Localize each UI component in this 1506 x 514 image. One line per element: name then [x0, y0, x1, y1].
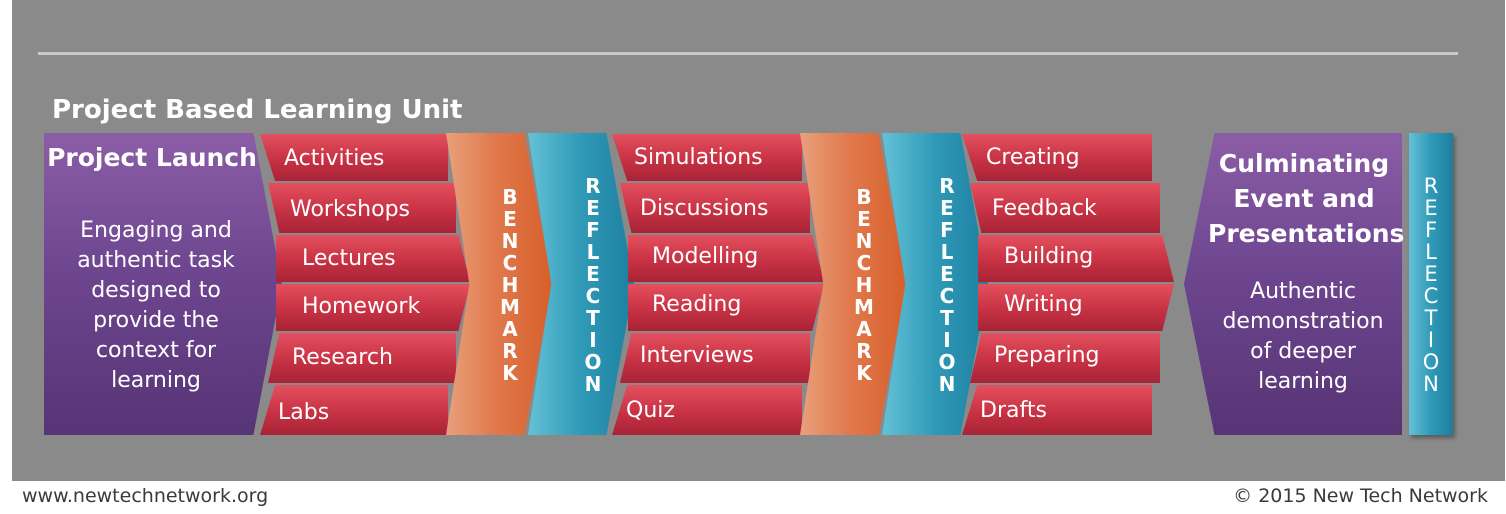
activity-label: Building: [1004, 244, 1094, 269]
activity-row: [962, 385, 1152, 435]
activity-label: Creating: [986, 145, 1080, 170]
project-launch-title: Project Launch: [47, 143, 257, 172]
footer-copyright: © 2015 New Tech Network: [1233, 485, 1488, 507]
reflection-label: REFLECTION: [935, 174, 959, 394]
footer-website: www.newtechnetwork.org: [22, 485, 269, 507]
activity-row: [628, 235, 824, 282]
activity-row: [612, 385, 802, 435]
project-launch-block: [44, 133, 282, 435]
activity-label: Quiz: [626, 398, 675, 423]
project-launch-description: Engaging and authentic task designed to …: [77, 218, 235, 393]
activity-row: [970, 333, 1160, 383]
reflection-label: REFLECTION: [1419, 174, 1443, 394]
culminating-event-description: Authentic demonstration of deeper learni…: [1222, 279, 1384, 394]
activity-label: Workshops: [290, 197, 411, 222]
activity-row: [620, 333, 810, 383]
activity-label: Modelling: [652, 244, 759, 269]
header-rule: [38, 52, 1458, 55]
activity-row: [970, 183, 1160, 233]
activity-row: [268, 333, 456, 383]
culminating-event-block: [1184, 133, 1402, 435]
activity-label: Homework: [302, 294, 421, 319]
activity-row: [276, 284, 470, 331]
benchmark-label: BENCHMARK: [498, 185, 522, 383]
activity-label: Preparing: [994, 343, 1100, 368]
benchmark-label: BENCHMARK: [852, 185, 876, 383]
unit-title: Project Based Learning Unit: [52, 95, 463, 125]
activity-row: [978, 235, 1174, 282]
activity-label: Writing: [1004, 292, 1083, 317]
activity-row: [962, 134, 1152, 181]
activity-label: Reading: [652, 292, 742, 317]
activity-label: Activities: [284, 146, 385, 171]
activity-row: [628, 284, 824, 331]
activity-label: Research: [292, 345, 393, 370]
activity-row: [268, 183, 456, 233]
culminating-event-title: Culminating Event and Presentations: [1208, 149, 1405, 248]
activity-label: Feedback: [992, 196, 1097, 221]
activity-row: [612, 134, 802, 181]
activity-row: [260, 385, 448, 435]
reflection-label: REFLECTION: [581, 174, 605, 394]
activity-row: [620, 183, 810, 233]
activity-row: [978, 284, 1174, 331]
activity-label: Simulations: [634, 145, 763, 170]
activity-row: [276, 235, 470, 282]
activity-label: Interviews: [640, 343, 754, 368]
activity-label: Lectures: [302, 246, 396, 271]
activity-label: Labs: [278, 400, 330, 425]
activity-label: Discussions: [640, 196, 769, 221]
final-reflection-bar: REFLECTION: [1409, 133, 1453, 435]
activity-row: [260, 134, 448, 181]
activity-label: Drafts: [980, 398, 1047, 423]
